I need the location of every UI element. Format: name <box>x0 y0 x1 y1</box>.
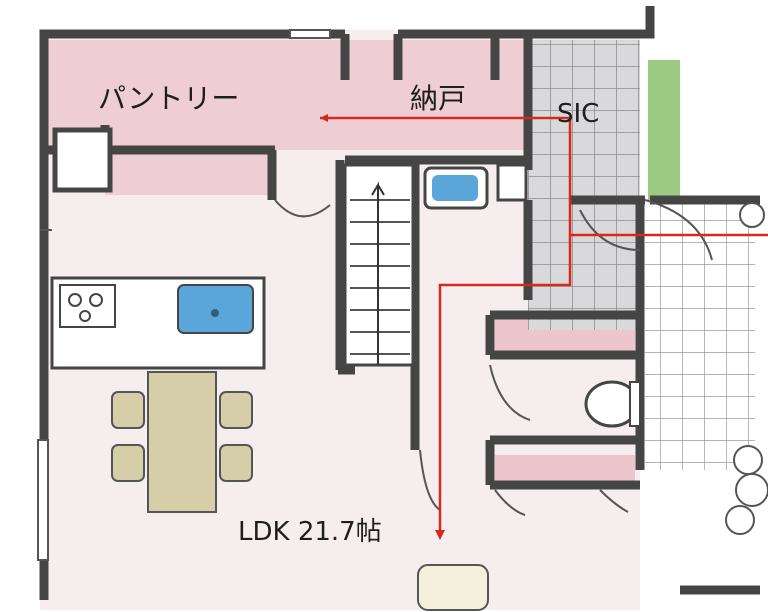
kitchen-counter <box>50 276 266 370</box>
washbasin-icon <box>423 166 489 210</box>
toilet-shelf <box>495 455 635 485</box>
windows <box>37 29 331 561</box>
entrance-tiles <box>645 200 755 470</box>
plant-icon <box>725 202 768 535</box>
sic-tiles <box>528 40 640 330</box>
door-swings <box>40 199 713 516</box>
greenery <box>648 60 680 200</box>
ldk-label: LDK 21.7帖 <box>238 517 382 547</box>
stove-icon <box>59 284 116 328</box>
pantry-area <box>48 40 528 150</box>
route-arrow-left <box>320 114 328 122</box>
entry-seat <box>417 564 489 611</box>
laundry-box <box>496 163 528 202</box>
sic-label: SIC <box>557 99 599 129</box>
staircase <box>343 163 415 367</box>
pantry-lower <box>105 150 270 195</box>
pantry-label: パントリー <box>98 82 239 115</box>
pantry-cabinet <box>52 127 113 193</box>
sink-icon <box>177 284 254 334</box>
circulation-route <box>320 116 768 535</box>
toilet-icon <box>584 380 641 428</box>
walls <box>39 6 760 600</box>
dining-set <box>111 371 253 513</box>
storage-label: 納戸 <box>410 82 466 115</box>
route-arrow-down <box>435 530 445 540</box>
